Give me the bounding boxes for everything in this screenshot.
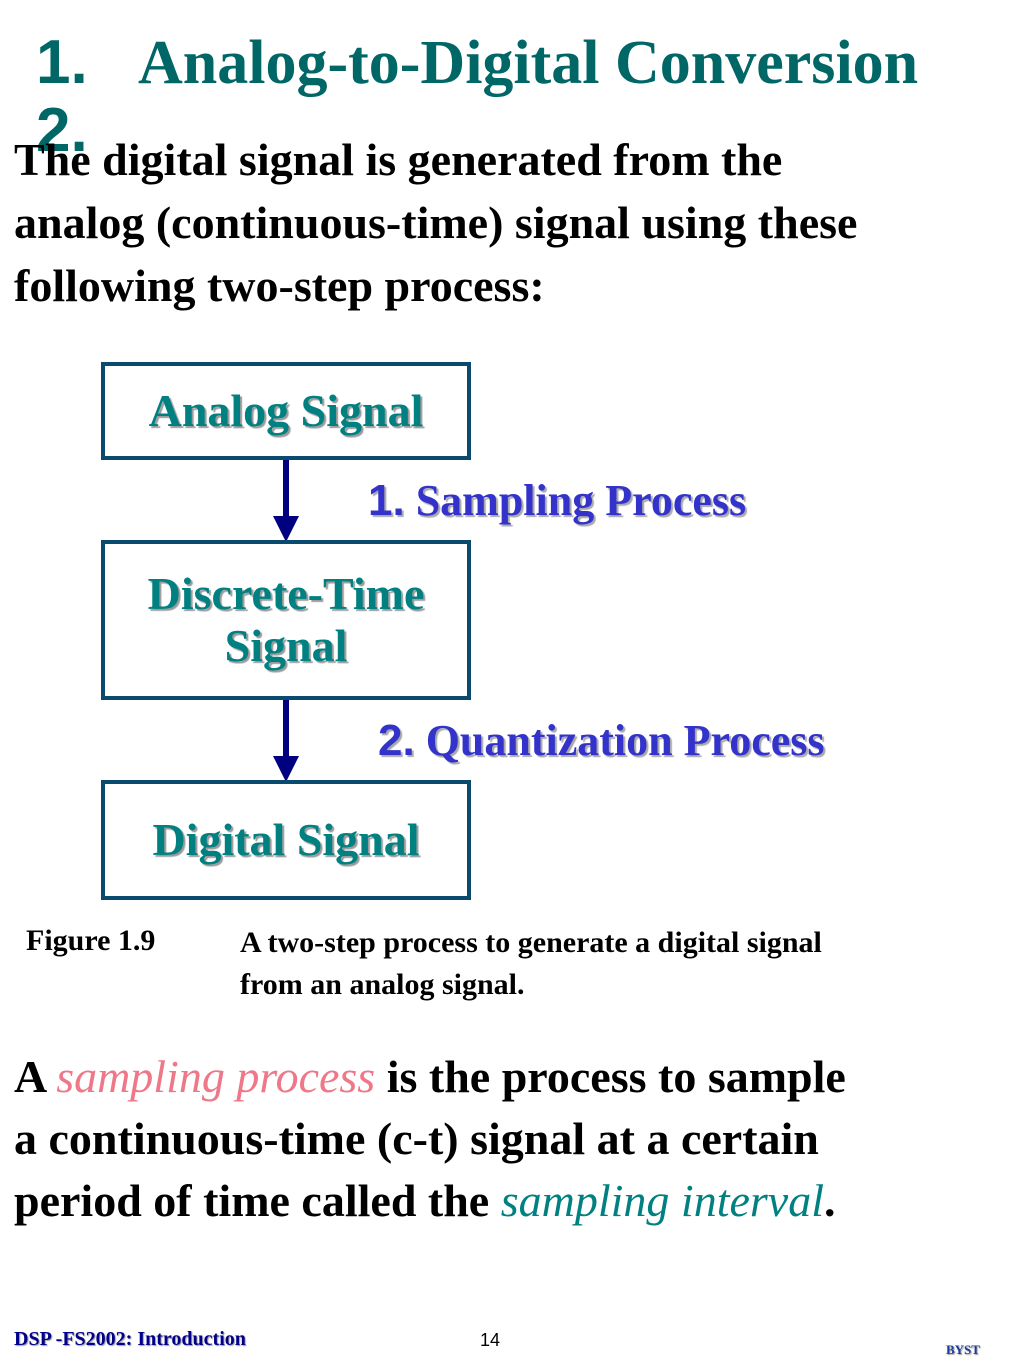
definition-paragraph: A sampling process is the process to sam…: [14, 1046, 1014, 1232]
caption-line: from an analog signal.: [240, 968, 525, 1001]
text-segment: is the process to sample: [375, 1051, 846, 1102]
analog-signal-box: Analog Signal: [101, 362, 471, 460]
figure-caption: A two-step process to generate a digital…: [240, 922, 822, 1006]
intro-paragraph: The digital signal is generated from the…: [14, 128, 1014, 317]
digital-signal-box: Digital Signal: [101, 780, 471, 900]
footer-author: BYST: [946, 1342, 980, 1357]
figure-label: Figure 1.9: [26, 924, 156, 957]
box-label: Digital Signal: [152, 814, 420, 865]
footer-course: DSP -FS2002: Introduction: [14, 1328, 246, 1350]
text-segment: .: [824, 1175, 836, 1226]
caption-line: A two-step process to generate a digital…: [240, 926, 822, 959]
text-segment: A: [14, 1051, 57, 1102]
term-sampling-interval: sampling interval: [500, 1175, 824, 1226]
paragraph-line: A sampling process is the process to sam…: [14, 1046, 1014, 1108]
page-title: Analog-to-Digital Conversion: [138, 29, 919, 97]
step-number: 2.: [378, 716, 415, 765]
box-label: Discrete-Time: [147, 568, 425, 619]
intro-line: analog (continuous-time) signal using th…: [14, 197, 858, 248]
box-label: Signal: [224, 620, 348, 671]
term-sampling-process: sampling process: [56, 1051, 376, 1102]
step-text: Sampling Process: [415, 476, 747, 525]
title-number: 1.: [36, 28, 88, 97]
intro-line: The digital signal is generated from the: [14, 134, 783, 185]
sampling-step-label: 1. Sampling Process: [368, 476, 746, 526]
step-number: 1.: [368, 476, 405, 525]
down-arrow-icon: [273, 460, 299, 542]
discrete-time-signal-box: Discrete-Time Signal: [101, 540, 471, 700]
intro-line: following two-step process:: [14, 260, 545, 311]
box-label: Analog Signal: [148, 385, 424, 436]
step-text: Quantization Process: [425, 716, 825, 765]
paragraph-line: a continuous-time (c-t) signal at a cert…: [14, 1113, 819, 1164]
quantization-step-label: 2. Quantization Process: [378, 716, 825, 766]
page-number: 14: [480, 1330, 501, 1350]
title-overlap-number: 2.: [36, 96, 88, 165]
text-segment: period of time called the: [14, 1175, 501, 1226]
down-arrow-icon: [273, 700, 299, 782]
paragraph-line: period of time called the sampling inter…: [14, 1170, 1014, 1232]
